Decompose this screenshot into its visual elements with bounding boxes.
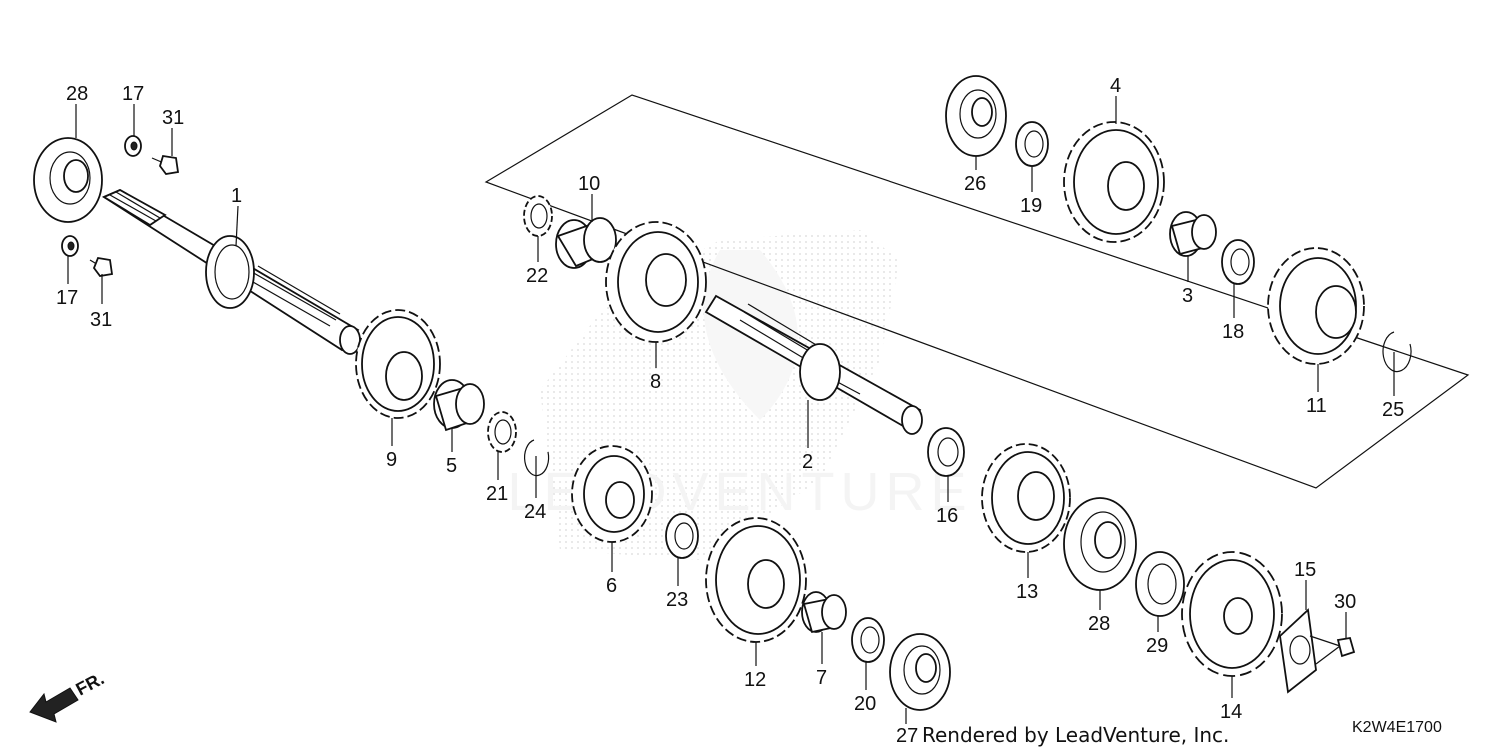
mainshaft: [102, 188, 361, 355]
diagram-code: K2W4E1700: [1352, 719, 1442, 736]
callout-9: 9: [386, 449, 397, 471]
washer-18: [1221, 239, 1255, 285]
callout-25: 25: [1382, 399, 1404, 421]
leader-lines: [67, 96, 1395, 724]
callout-28-right: 28: [1088, 613, 1110, 635]
callout-3: 3: [1182, 285, 1193, 307]
callout-22: 22: [526, 265, 548, 287]
callout-5: 5: [446, 455, 457, 477]
callout-15: 15: [1294, 559, 1316, 581]
gear-12: [705, 517, 807, 643]
bearing-28-left: [33, 137, 103, 223]
washer-16: [927, 427, 965, 477]
bushing-7: [801, 591, 847, 634]
callout-7: 7: [816, 667, 827, 689]
countershaft-assembly-outline: [484, 94, 1470, 489]
callout-24: 24: [524, 501, 546, 523]
callout-13: 13: [1016, 581, 1038, 603]
countershaft: [704, 294, 923, 435]
collar-29: [1135, 551, 1185, 617]
callout-27: 27: [896, 725, 918, 747]
callout-21: 21: [486, 483, 508, 505]
callout-19: 19: [1020, 195, 1042, 217]
gear-11: [1267, 247, 1365, 365]
callout-18: 18: [1222, 321, 1244, 343]
bushing-5: [433, 379, 485, 432]
gear-6: [571, 445, 653, 543]
callout-17-lower: 17: [56, 287, 78, 309]
callout-28-left: 28: [66, 83, 88, 105]
callout-11: 11: [1306, 395, 1327, 417]
circlip-24: [523, 439, 550, 477]
callout-labels: 28 17 31 1 17 31 9 5 21 24 22 10 8 2 6 2…: [56, 75, 1404, 747]
washer-21: [487, 411, 517, 453]
washer-19: [1015, 121, 1049, 167]
callout-4: 4: [1110, 75, 1121, 97]
bushing-10: [555, 217, 617, 269]
callout-6: 6: [606, 575, 617, 597]
washer-20: [851, 617, 885, 663]
callout-29: 29: [1146, 635, 1168, 657]
callout-31-lower: 31: [90, 309, 112, 331]
bearing-26: [945, 75, 1007, 157]
gear-9: [355, 309, 441, 419]
bolt-31-upper: [151, 154, 180, 175]
washer-17-upper: [124, 135, 142, 157]
callout-14: 14: [1220, 701, 1242, 723]
bearing-27: [889, 633, 951, 711]
gear-13: [981, 443, 1071, 553]
callout-30: 30: [1334, 591, 1356, 613]
front-direction-label: FR.: [72, 668, 107, 699]
fixing-plate-15: [1279, 608, 1341, 694]
callout-10: 10: [578, 173, 600, 195]
callout-8: 8: [650, 371, 661, 393]
bushing-3: [1169, 211, 1217, 257]
callout-2: 2: [802, 451, 813, 473]
bolt-30: [1336, 636, 1356, 658]
washer-17-lower: [61, 235, 79, 257]
bearing-28-right: [1063, 497, 1137, 591]
front-direction-arrow: FR.: [29, 668, 107, 723]
bolt-31-lower: [89, 256, 114, 277]
callout-31-upper: 31: [162, 107, 184, 129]
snap-ring-22: [523, 195, 553, 237]
callout-23: 23: [666, 589, 688, 611]
callout-17-upper: 17: [122, 83, 144, 105]
callout-26: 26: [964, 173, 986, 195]
washer-23: [665, 513, 699, 559]
gear-8: [605, 221, 707, 343]
callout-12: 12: [744, 669, 766, 691]
callout-20: 20: [854, 693, 876, 715]
callout-16: 16: [936, 505, 958, 527]
drive-sprocket-14: [1181, 551, 1283, 677]
circlip-25: [1382, 331, 1412, 373]
callout-1: 1: [231, 185, 242, 207]
render-credit: Rendered by LeadVenture, Inc.: [922, 723, 1229, 747]
gear-4: [1063, 121, 1165, 243]
